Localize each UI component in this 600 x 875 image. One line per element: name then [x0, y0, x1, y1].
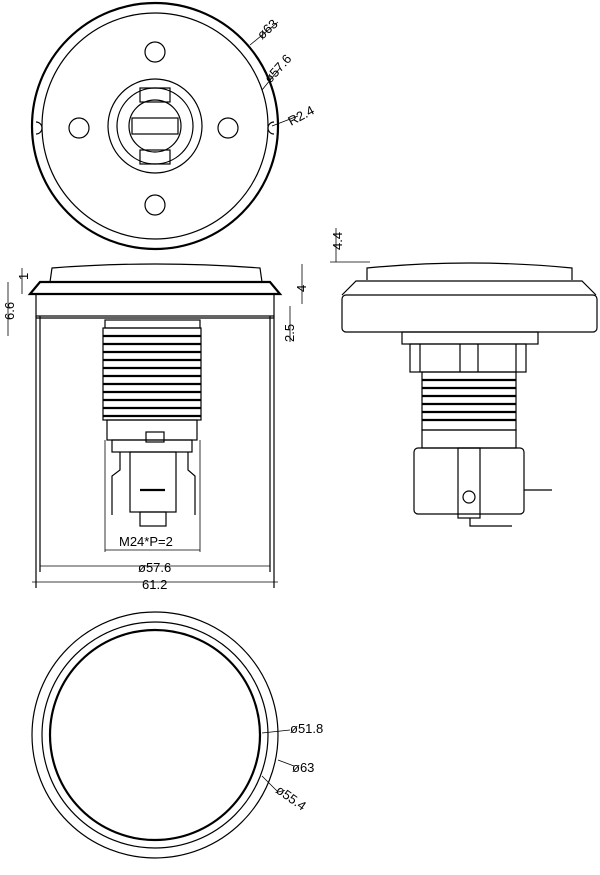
dim-thread: M24*P=2 — [119, 534, 173, 549]
side-view: M24*P=2 ø57.6 61.2 1 6.6 4 2.5 — [2, 263, 309, 592]
dim-top-radius: R2.4 — [285, 103, 316, 129]
dim-head: 6.6 — [2, 302, 17, 320]
dim-bezel: ø55.4 — [273, 782, 309, 813]
dim-cap: 1 — [16, 273, 31, 280]
bottom-view: ø51.8 ø63 ø55.4 — [31, 611, 323, 859]
thread — [102, 327, 202, 421]
dim-flange-dia: 61.2 — [142, 577, 167, 592]
dim-lens: ø51.8 — [290, 721, 323, 736]
top-view: ø63 ø57.6 R2.4 — [30, 1, 317, 251]
dim-flange: 4 — [294, 285, 309, 292]
dim-bottom-outer: ø63 — [292, 760, 314, 775]
dim-dome: 4.4 — [330, 232, 345, 250]
dim-top-ring: ø57.6 — [261, 51, 294, 86]
dim-body-dia: ø57.6 — [138, 560, 171, 575]
right-view: 4.4 — [330, 228, 598, 527]
dim-gap: 2.5 — [282, 324, 297, 342]
